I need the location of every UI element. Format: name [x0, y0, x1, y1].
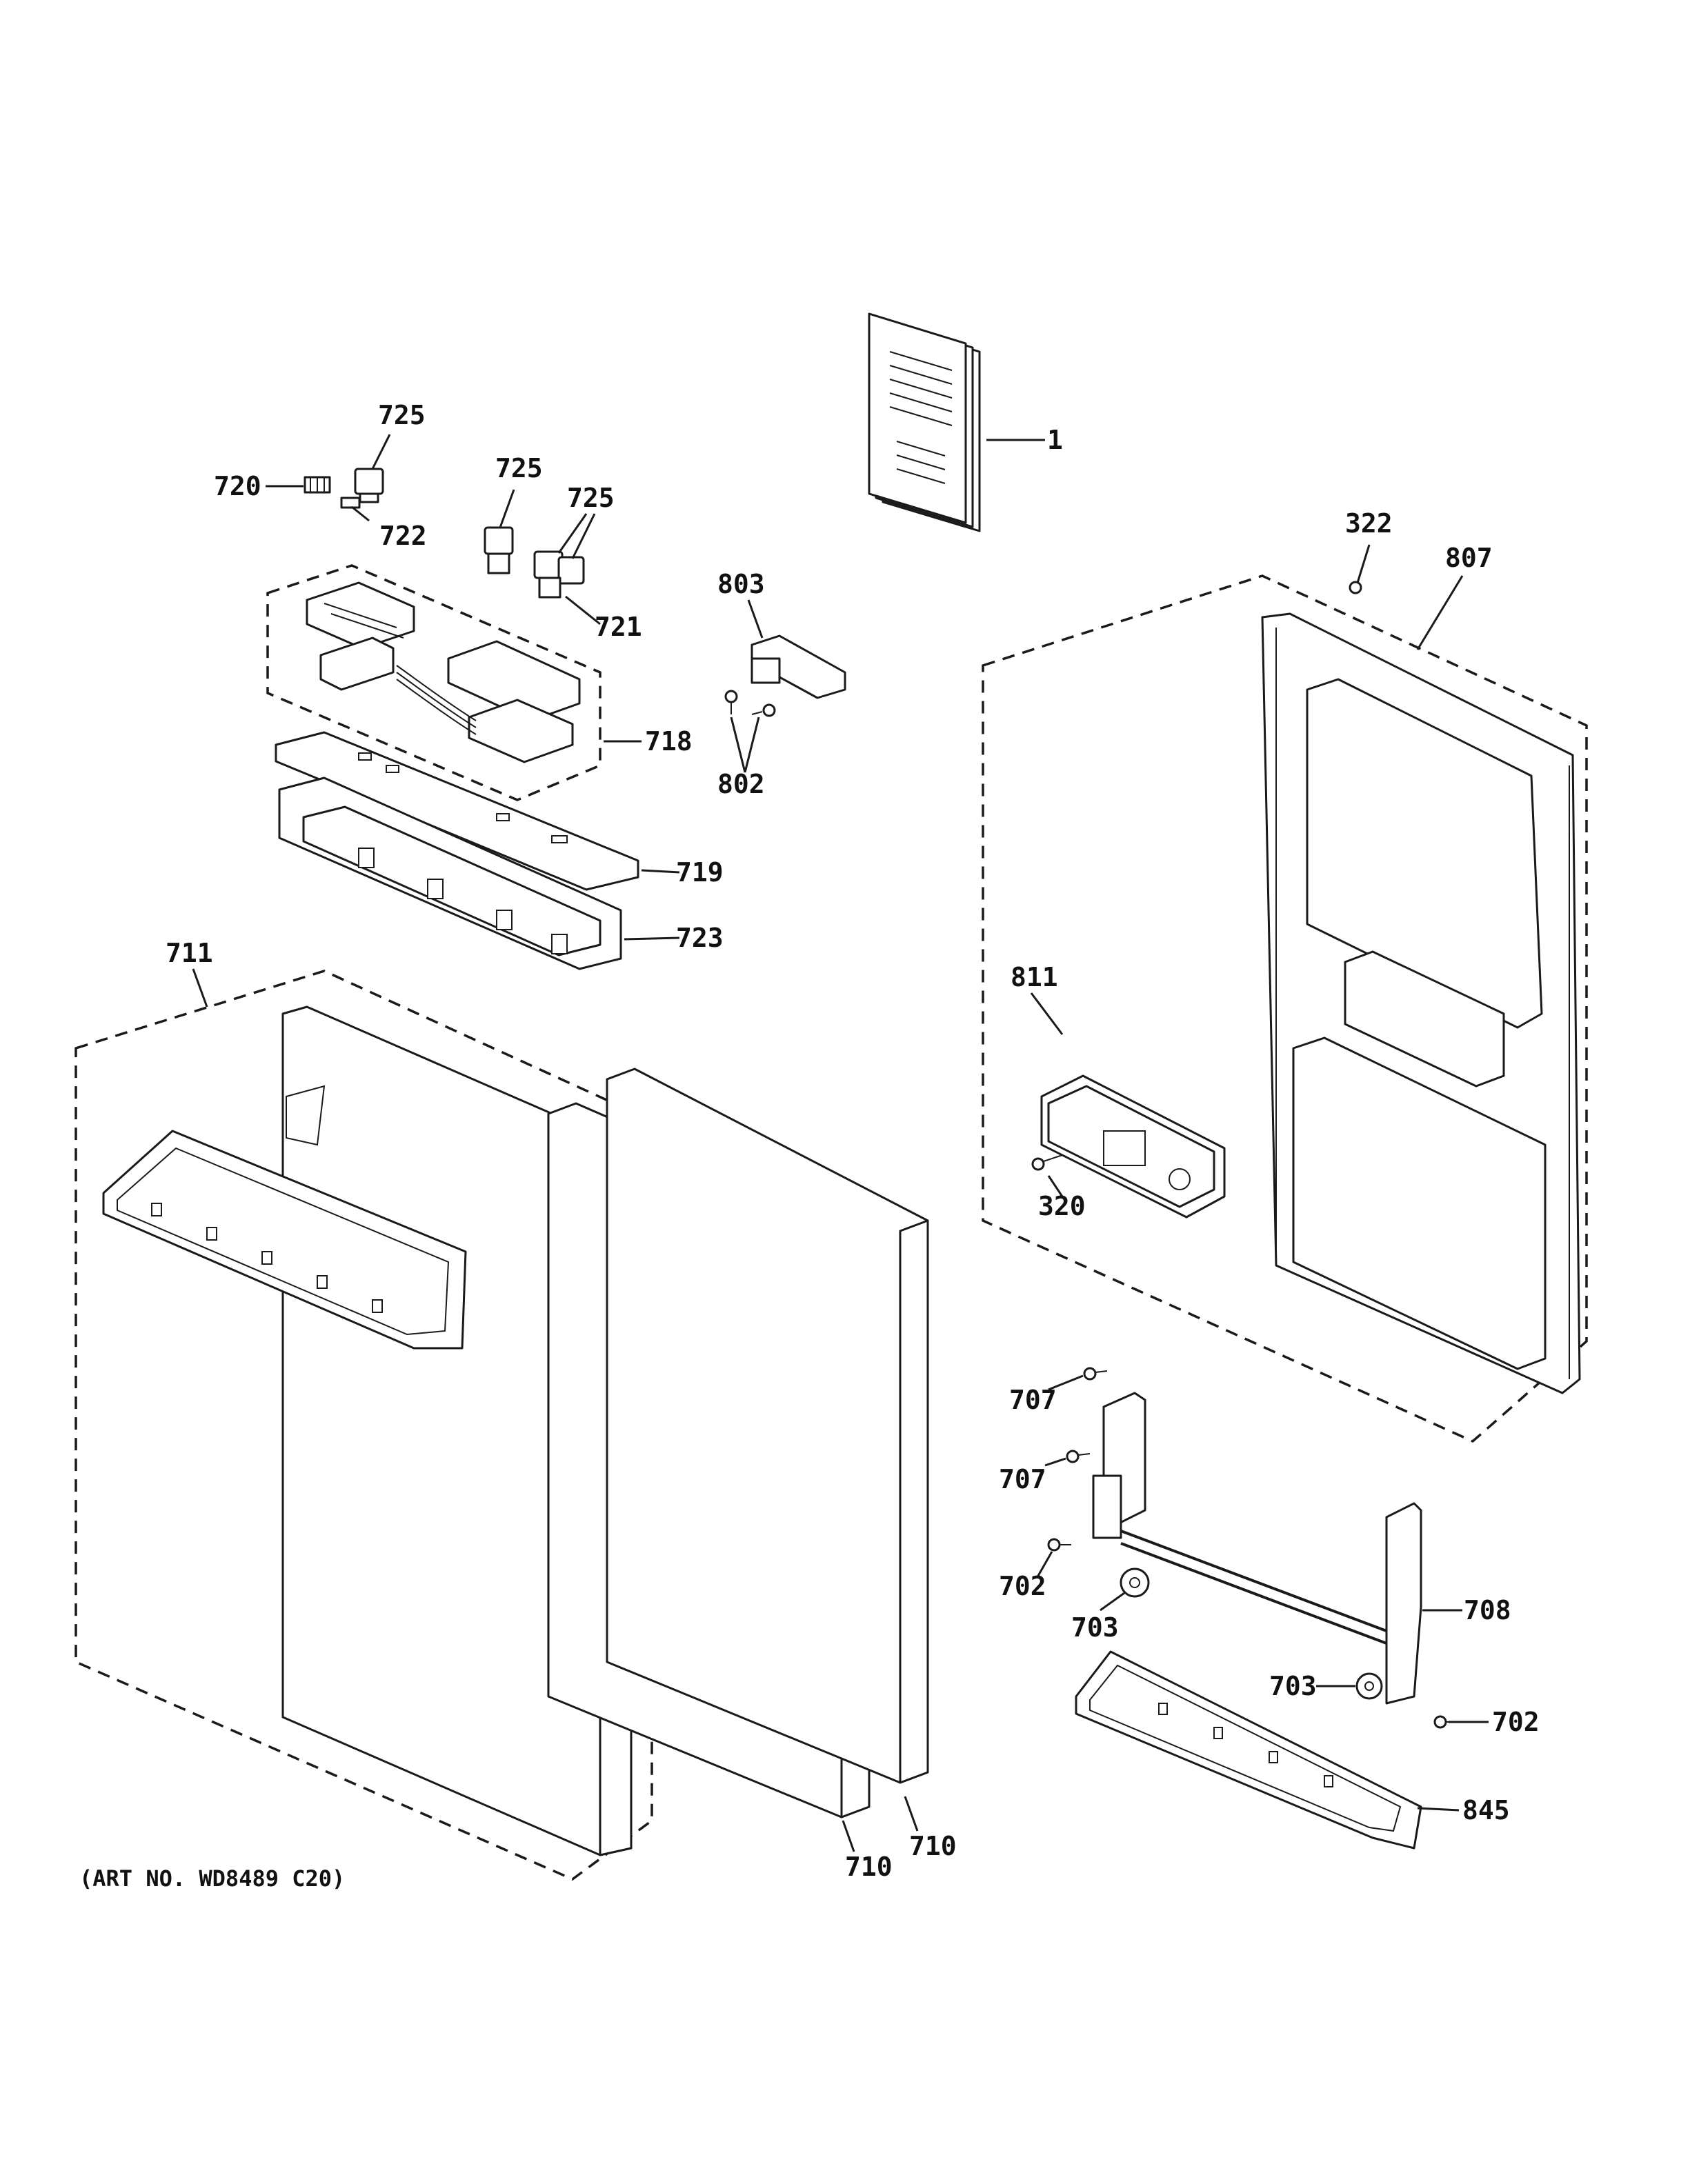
- callout-710-a: 710: [845, 1852, 893, 1882]
- part-807-inner-door-panel[interactable]: [1261, 612, 1581, 1394]
- callout-725-a: 725: [378, 400, 426, 430]
- part-703-washer-b[interactable]: [1355, 1672, 1383, 1700]
- callout-811: 811: [1011, 962, 1058, 992]
- assembly-718-outline: [266, 564, 602, 801]
- part-718-control-board-lower[interactable]: [319, 637, 581, 763]
- callout-721: 721: [595, 612, 642, 642]
- part-707-screw-b[interactable]: [1066, 1450, 1091, 1463]
- part-1-literature-booklet[interactable]: [868, 312, 981, 532]
- part-719-control-panel-overlay[interactable]: [275, 731, 639, 891]
- callout-703-a: 703: [1071, 1612, 1119, 1643]
- part-320-screw[interactable]: [1031, 1154, 1063, 1171]
- callout-707-b: 707: [999, 1464, 1046, 1494]
- part-725-button-a[interactable]: [354, 468, 384, 503]
- part-722-button-stem[interactable]: [340, 497, 361, 509]
- callout-807: 807: [1445, 543, 1493, 573]
- part-322-screw[interactable]: [1349, 581, 1362, 594]
- callout-723: 723: [676, 923, 724, 953]
- part-803-sensor-bracket[interactable]: [750, 634, 846, 699]
- callout-labels: 1 322 807 725 720 722 725 725 721 803 80…: [79, 400, 1540, 1892]
- part-702-screw-a[interactable]: [1047, 1538, 1071, 1552]
- callout-707-a: 707: [1009, 1385, 1057, 1415]
- part-708-hinge-arm-right[interactable]: [1385, 1502, 1422, 1705]
- art-number: (ART NO. WD8489 C20): [79, 1865, 345, 1892]
- part-707-screw-a[interactable]: [1083, 1367, 1108, 1381]
- part-802-screw-b[interactable]: [751, 703, 776, 717]
- assembly-711-outline: [74, 970, 653, 1881]
- callout-719: 719: [676, 857, 724, 888]
- part-711-handle-trim[interactable]: [102, 1130, 467, 1350]
- part-723-control-housing[interactable]: [278, 777, 622, 970]
- callout-710-b: 710: [909, 1831, 957, 1861]
- callout-702-a: 702: [999, 1571, 1046, 1601]
- leader-lines: [192, 434, 1489, 1852]
- callout-722: 722: [379, 521, 427, 551]
- part-811-detergent-dispenser[interactable]: [1040, 1074, 1226, 1219]
- callout-725-c: 725: [567, 483, 615, 513]
- assembly-807-outline: [982, 574, 1588, 1443]
- part-718-control-board-upper[interactable]: [306, 581, 415, 650]
- part-710-insulation-rear[interactable]: [606, 1068, 929, 1784]
- callout-725-b: 725: [495, 453, 543, 483]
- callout-802: 802: [717, 769, 765, 799]
- part-720-connector[interactable]: [304, 476, 331, 494]
- callout-803: 803: [717, 569, 765, 599]
- callout-322: 322: [1345, 508, 1393, 539]
- callout-1: 1: [1047, 425, 1063, 455]
- callout-320: 320: [1038, 1191, 1086, 1221]
- callout-718: 718: [645, 726, 693, 757]
- callout-720: 720: [214, 471, 261, 501]
- part-725-button-c[interactable]: [533, 550, 585, 599]
- part-845-bottom-trim[interactable]: [1075, 1650, 1422, 1850]
- callout-703-b: 703: [1269, 1671, 1317, 1701]
- callout-845: 845: [1462, 1795, 1510, 1825]
- part-703-washer-a[interactable]: [1120, 1567, 1150, 1598]
- callout-708: 708: [1464, 1595, 1511, 1625]
- part-hinge-arm-left[interactable]: [1092, 1392, 1146, 1539]
- part-708-hinge-rod[interactable]: [1120, 1530, 1387, 1645]
- callout-711: 711: [166, 938, 213, 968]
- callout-702-b: 702: [1492, 1707, 1540, 1737]
- part-725-button-b[interactable]: [484, 526, 514, 574]
- part-802-screw-a[interactable]: [724, 690, 738, 714]
